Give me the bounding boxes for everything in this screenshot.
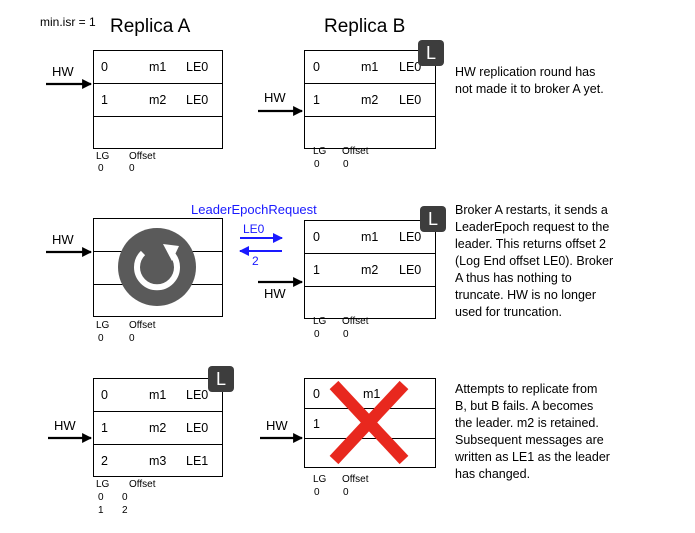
row-message: m1 [149, 388, 167, 402]
lg-header: LG [313, 146, 327, 157]
row-offset: 0 [313, 230, 320, 244]
lg-header: LG [313, 316, 327, 327]
row-epoch: LE0 [186, 60, 209, 74]
panel1-replica-b-log: 0 m1 LE0 1 m2 LE0 [304, 50, 436, 149]
panel3-note: Attempts to replicate from B, but B fail… [455, 382, 610, 481]
panel3-replica-a-log: 0 m1 LE0 1 m2 LE0 2 m3 LE1 [93, 378, 223, 477]
log-row: 0 m1 [305, 379, 435, 409]
row-offset: 0 [101, 388, 108, 402]
lg-value: 0 [314, 329, 320, 340]
min-isr-label: min.isr = 1 [40, 15, 96, 29]
lg-value: 0 [98, 333, 104, 344]
log-row: 1 m2 LE0 [305, 254, 435, 287]
row-message: m1 [361, 60, 379, 74]
lg-value: 0 [314, 487, 320, 498]
row-message: m1 [363, 387, 381, 401]
replica-b-title: Replica B [324, 16, 406, 37]
leader-epoch-request-label: LeaderEpochRequest [191, 202, 317, 217]
log-row: 1 m2 LE0 [94, 84, 222, 117]
row-epoch: LE0 [399, 230, 422, 244]
row-message: m2 [149, 93, 167, 107]
row-epoch: LE0 [186, 93, 209, 107]
lg-offset-value: 0 [343, 159, 349, 170]
row-offset: 2 [101, 454, 108, 468]
lg-offset-value: 0 [129, 163, 135, 174]
lg-offset-value: 0 [343, 329, 349, 340]
offset-header: Offset [129, 320, 156, 331]
row-epoch: LE0 [399, 263, 422, 277]
panel1-b-hw-label: HW [264, 90, 286, 105]
row-epoch: LE0 [399, 60, 422, 74]
row-offset: 1 [313, 93, 320, 107]
panel1-replica-a-log: 0 m1 LE0 1 m2 LE0 [93, 50, 223, 149]
lg-offset-value: 0 [343, 487, 349, 498]
log-row: 2 m3 LE1 [94, 445, 222, 478]
panel1-a-hw-label: HW [52, 64, 74, 79]
row-message: m2 [361, 263, 379, 277]
lg-value: 0 [98, 492, 104, 503]
offset-header: Offset [342, 474, 369, 485]
row-offset: 1 [101, 93, 108, 107]
failure-cross-icon [329, 380, 409, 465]
log-row: 0 m1 LE0 [94, 51, 222, 84]
lg-value: 1 [98, 505, 104, 516]
panel3-b-hw-label: HW [266, 418, 288, 433]
row-offset: 0 [313, 387, 320, 401]
row-offset: 0 [313, 60, 320, 74]
offset-header: Offset [129, 479, 156, 490]
row-epoch: LE1 [186, 454, 209, 468]
lg-value: 0 [314, 159, 320, 170]
row-message: m2 [149, 421, 167, 435]
lg-header: LG [96, 479, 110, 490]
lg-offset-value: 0 [129, 333, 135, 344]
log-row: 0 m1 LE0 [305, 221, 435, 254]
row-offset: 0 [101, 60, 108, 74]
row-epoch: LE0 [399, 93, 422, 107]
log-row: 1 [305, 409, 435, 439]
leader-badge-icon: L [418, 40, 444, 66]
panel2-b-hw-label: HW [264, 286, 286, 301]
row-offset: 1 [313, 417, 320, 431]
leader-badge-icon: L [420, 206, 446, 232]
panel2-note: Broker A restarts, it sends a LeaderEpoc… [455, 203, 614, 319]
lg-header: LG [96, 320, 110, 331]
leader-badge-icon: L [208, 366, 234, 392]
lg-offset-value: 0 [122, 492, 128, 503]
row-message: m1 [149, 60, 167, 74]
log-row: 1 m2 LE0 [305, 84, 435, 117]
lg-header: LG [96, 151, 110, 162]
row-offset: 1 [101, 421, 108, 435]
restart-icon [118, 228, 196, 306]
replica-a-title: Replica A [110, 16, 191, 37]
row-message: m3 [149, 454, 167, 468]
lg-offset-value: 2 [122, 505, 128, 516]
panel2-a-hw-label: HW [52, 232, 74, 247]
offset-header: Offset [342, 146, 369, 157]
log-row: 1 m2 LE0 [94, 412, 222, 445]
panel2-replica-b-log: 0 m1 LE0 1 m2 LE0 [304, 220, 436, 319]
log-row: 0 m1 LE0 [94, 379, 222, 412]
lg-value: 0 [98, 163, 104, 174]
row-message: m2 [361, 93, 379, 107]
offset-header: Offset [129, 151, 156, 162]
row-epoch: LE0 [186, 388, 209, 402]
log-row: 0 m1 LE0 [305, 51, 435, 84]
row-offset: 1 [313, 263, 320, 277]
panel3-a-hw-label: HW [54, 418, 76, 433]
row-epoch: LE0 [186, 421, 209, 435]
row-message: m1 [361, 230, 379, 244]
panel1-note: HW replication round has not made it to … [455, 65, 604, 96]
response-offset-label: 2 [252, 254, 259, 268]
request-le0-label: LE0 [243, 222, 265, 236]
offset-header: Offset [342, 316, 369, 327]
lg-header: LG [313, 474, 327, 485]
